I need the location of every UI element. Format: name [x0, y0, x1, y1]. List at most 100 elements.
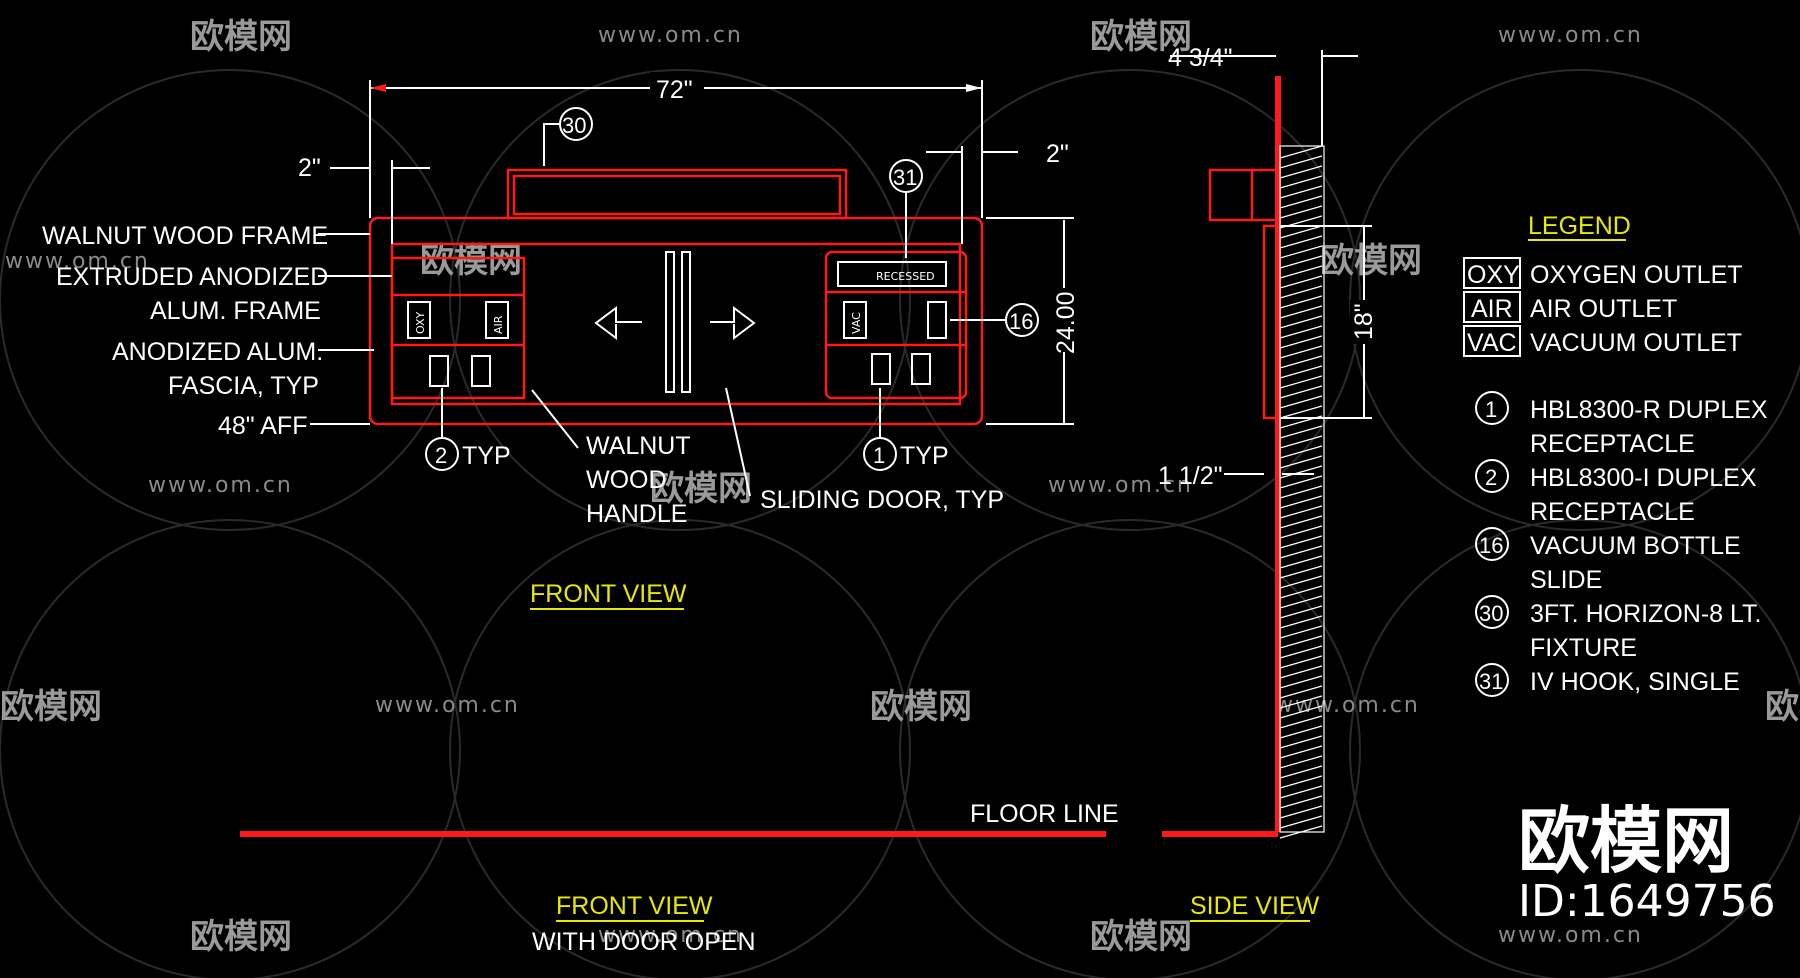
legend-item-line1: 3FT. HORIZON-8 LT.: [1530, 600, 1762, 628]
watermark-site: www.om.cn: [1048, 473, 1193, 498]
hatch-line: [1279, 455, 1323, 469]
corner-watermark-id: ID:1649756: [1518, 876, 1776, 927]
legend-item-num: 30: [1479, 601, 1503, 626]
receptacle-icon: [871, 353, 891, 385]
legend-item-num: 1: [1485, 397, 1497, 422]
hatch-line: [1279, 145, 1323, 159]
hatch-line: [1279, 495, 1323, 509]
legend-code-box: [1463, 325, 1521, 357]
hatch-line: [1279, 585, 1323, 599]
receptacle-icon: [429, 355, 449, 387]
hatch-line: [1279, 725, 1323, 739]
hatch-line: [1279, 435, 1323, 449]
hatch-line: [1279, 575, 1323, 589]
dim-left-gap: 2": [298, 154, 321, 182]
hatch-line: [1279, 785, 1323, 799]
legend-item-line1: VACUUM BOTTLE: [1530, 532, 1741, 560]
hatch-line: [1279, 425, 1323, 439]
hatch-line: [1279, 185, 1323, 199]
hatch-line: [1279, 385, 1323, 399]
hatch-line: [1279, 155, 1323, 169]
hatch-line: [1279, 205, 1323, 219]
watermark-brand: 欧模网: [190, 17, 292, 57]
vacuum-outlet: [843, 301, 867, 339]
watermark-brand: 欧模网: [190, 917, 292, 957]
arrow-left-icon: [594, 306, 642, 340]
callout-1: 1: [873, 443, 885, 468]
legend-title: LEGEND: [1528, 212, 1631, 240]
hatch-line: [1279, 285, 1323, 299]
hatch-line: [1279, 325, 1323, 339]
watermark-brand: 欧模网: [870, 687, 972, 727]
legend-code: AIR: [1471, 295, 1513, 323]
hatch-line: [1279, 545, 1323, 559]
callout-2: 2: [435, 443, 447, 468]
typ-label-a: TYP: [462, 442, 511, 470]
hatch-line: [1279, 165, 1323, 179]
hatch-line: [1279, 635, 1323, 649]
receptacle-icon: [911, 353, 931, 385]
hatch-line: [1279, 195, 1323, 209]
legend-item-line1: HBL8300-R DUPLEX: [1530, 396, 1768, 424]
label-handle-3: HANDLE: [586, 500, 687, 528]
side-panel: [1262, 224, 1280, 420]
legend-code: VAC: [1467, 329, 1517, 357]
hatch-line: [1279, 365, 1323, 379]
legend-item-line2: RECEPTACLE: [1530, 498, 1695, 526]
hatch-line: [1279, 565, 1323, 579]
legend-item-line1: IV HOOK, SINGLE: [1530, 668, 1740, 696]
hatch-line: [1279, 765, 1323, 779]
hatch-line: [1279, 375, 1323, 389]
watermark-site: www.om.cn: [1498, 23, 1643, 48]
legend-code-text: OXYGEN OUTLET: [1530, 261, 1743, 289]
front-open-subtitle: WITH DOOR OPEN: [532, 928, 756, 956]
dim-right-gap: 2": [1046, 140, 1069, 168]
front-open-title-block: FRONT VIEW WITH DOOR OPEN: [532, 892, 756, 956]
watermark-brand: 欧模网: [420, 241, 522, 281]
hatch-line: [1279, 345, 1323, 359]
side-dim-bottom: 1 1/2": [1158, 462, 1222, 490]
hatch-line: [1279, 655, 1323, 669]
watermark-site: www.om.cn: [148, 473, 293, 498]
legend-item-num: 2: [1485, 465, 1497, 490]
hatch-line: [1279, 405, 1323, 419]
watermark-brand: 欧模网: [1765, 687, 1800, 727]
hatch-line: [1279, 675, 1323, 689]
hatch-line: [1279, 745, 1323, 759]
watermark-brand: 欧模网: [1320, 241, 1422, 281]
air-tag: AIR: [492, 315, 505, 334]
corner-watermark-brand: 欧模网: [1518, 799, 1734, 883]
hatch-line: [1279, 735, 1323, 749]
watermark-brand: 欧模网: [0, 687, 102, 727]
legend-item-num: 31: [1479, 669, 1503, 694]
corner-watermark: 欧模网 ID:1649756: [1518, 799, 1776, 927]
legend-item-num: 16: [1479, 533, 1503, 558]
hatch-line: [1279, 245, 1323, 259]
side-view-title: SIDE VIEW: [1190, 892, 1320, 920]
hatch-line: [1279, 815, 1323, 829]
hatch-line: [1279, 235, 1323, 249]
hatch-line: [1279, 505, 1323, 519]
air-outlet: [485, 301, 509, 339]
label-extruded-2: ALUM. FRAME: [150, 297, 321, 325]
light-fixture: [506, 168, 848, 220]
hatch-line: [1279, 515, 1323, 529]
front-view-drawing: OXY AIR RECESSED VAC 72" 2": [42, 72, 1080, 610]
hatch-line: [1279, 665, 1323, 679]
side-view-drawing: 4 3/4" 18" 1 1/2" SIDE VIEW: [1158, 44, 1378, 922]
side-light-fixture: [1208, 168, 1280, 222]
watermark-site: www.om.cn: [598, 923, 743, 948]
label-handle-2: WOOD: [586, 466, 667, 494]
hatch-line: [1279, 295, 1323, 309]
oxy-tag: OXY: [414, 312, 427, 334]
recessed-label: RECESSED: [876, 270, 935, 283]
callout-16: 16: [1009, 309, 1033, 334]
label-walnut-frame: WALNUT WOOD FRAME: [42, 222, 328, 250]
floor-line-label: FLOOR LINE: [970, 800, 1119, 828]
legend-item-line2: FIXTURE: [1530, 634, 1637, 662]
callout-30: 30: [562, 113, 586, 138]
legend-item-line1: HBL8300-I DUPLEX: [1530, 464, 1757, 492]
label-handle-1: WALNUT: [586, 432, 691, 460]
arrow-right-icon: [710, 306, 756, 340]
hatch-line: [1279, 175, 1323, 189]
